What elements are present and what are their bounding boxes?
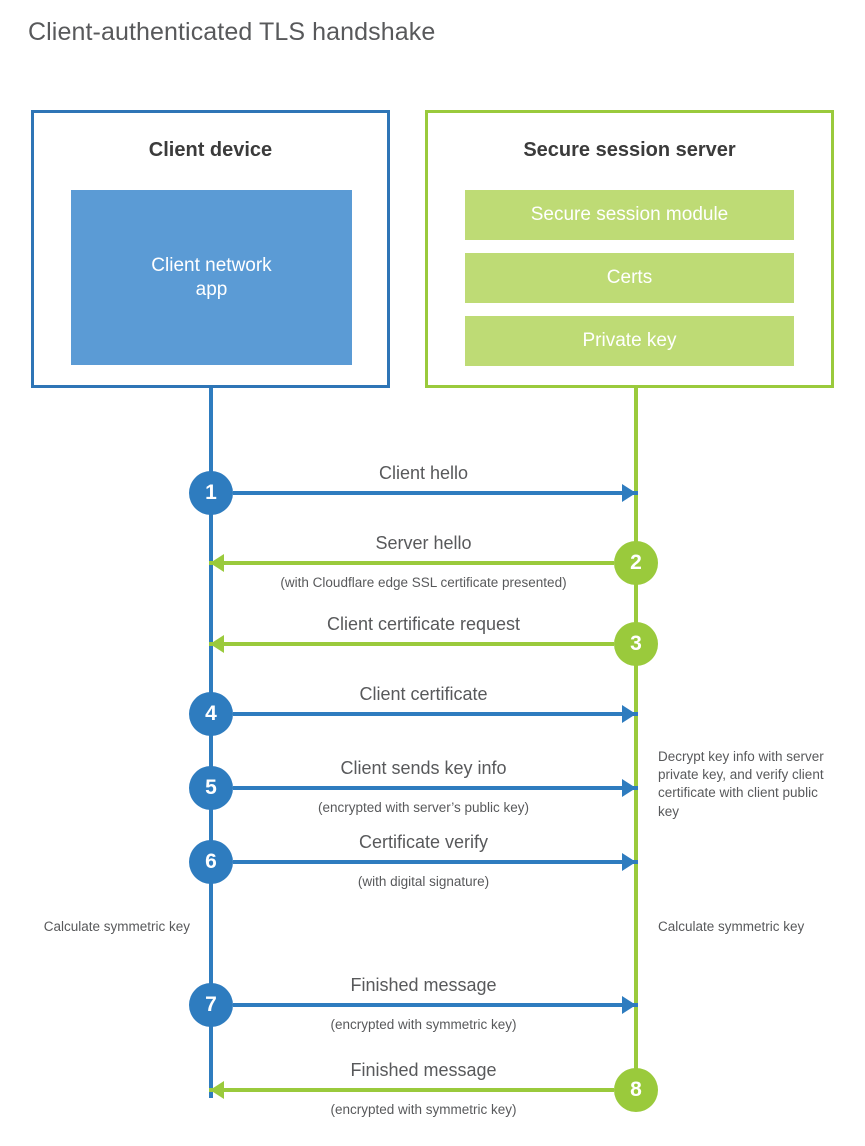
step-3-arrow-line: [209, 642, 614, 646]
secure-session-server-title: Secure session server: [523, 139, 736, 161]
step-5-label: Client sends key info: [340, 758, 507, 778]
step-4-arrow-line: [233, 712, 638, 716]
client-lifeline: [209, 388, 213, 1098]
step-7-arrow-line: [233, 1003, 638, 1007]
annotation-server-calculate-symmetric-key: Calculate symmetric key: [658, 919, 805, 934]
server-block-certs: Certs: [465, 253, 794, 303]
step-6-label: Certificate verify: [358, 832, 489, 852]
step-2-arrow-line: [209, 561, 614, 565]
step-6-arrow-head: [622, 853, 636, 871]
step-8-sublabel: (encrypted with symmetric key): [330, 1102, 517, 1117]
annotation-server-decrypt: Decrypt key info with server private key…: [658, 749, 824, 819]
step-1-arrow-head: [622, 484, 636, 502]
step-2-label: Server hello: [375, 533, 472, 553]
step-7-sublabel: (encrypted with symmetric key): [330, 1017, 517, 1032]
client-network-app-block: Client network app: [71, 190, 352, 365]
step-circle-2[interactable]: 2: [614, 541, 658, 585]
step-6-arrow-line: [233, 860, 638, 864]
step-4-arrow-head: [622, 705, 636, 723]
step-circle-3[interactable]: 3: [614, 622, 658, 666]
server-block-secure-session-module: Secure session module: [465, 190, 794, 240]
step-7-arrow-head: [622, 996, 636, 1014]
step-5-arrow-line: [233, 786, 638, 790]
step-5-sublabel: (encrypted with server’s public key): [317, 800, 530, 815]
step-3-arrow-head: [210, 635, 224, 653]
step-6-sublabel: (with digital signature): [357, 874, 490, 889]
client-device-box: Client device Client network app: [31, 110, 390, 388]
step-circle-5[interactable]: 5: [189, 766, 233, 810]
server-block-private-key: Private key: [465, 316, 794, 366]
step-circle-4[interactable]: 4: [189, 692, 233, 736]
step-4-label: Client certificate: [359, 684, 488, 704]
step-circle-7[interactable]: 7: [189, 983, 233, 1027]
step-8-arrow-line: [209, 1088, 614, 1092]
client-device-title: Client device: [148, 139, 273, 161]
step-circle-1[interactable]: 1: [189, 471, 233, 515]
step-1-arrow-line: [233, 491, 638, 495]
secure-session-server-box: Secure session server Secure session mod…: [425, 110, 834, 388]
step-3-label: Client certificate request: [326, 614, 521, 634]
step-7-label: Finished message: [350, 975, 497, 995]
step-circle-8[interactable]: 8: [614, 1068, 658, 1112]
step-2-arrow-head: [210, 554, 224, 572]
step-8-label: Finished message: [350, 1060, 497, 1080]
page-title: Client-authenticated TLS handshake: [28, 18, 436, 46]
annotation-client-calculate-symmetric-key: Calculate symmetric key: [43, 919, 190, 934]
step-5-arrow-head: [622, 779, 636, 797]
step-8-arrow-head: [210, 1081, 224, 1099]
client-app-label-line1: Client network: [151, 254, 272, 276]
client-app-label-line2: app: [195, 278, 228, 300]
step-circle-6[interactable]: 6: [189, 840, 233, 884]
server-lifeline: [634, 388, 638, 1094]
step-2-sublabel: (with Cloudflare edge SSL certificate pr…: [280, 575, 567, 590]
step-1-label: Client hello: [378, 463, 469, 483]
